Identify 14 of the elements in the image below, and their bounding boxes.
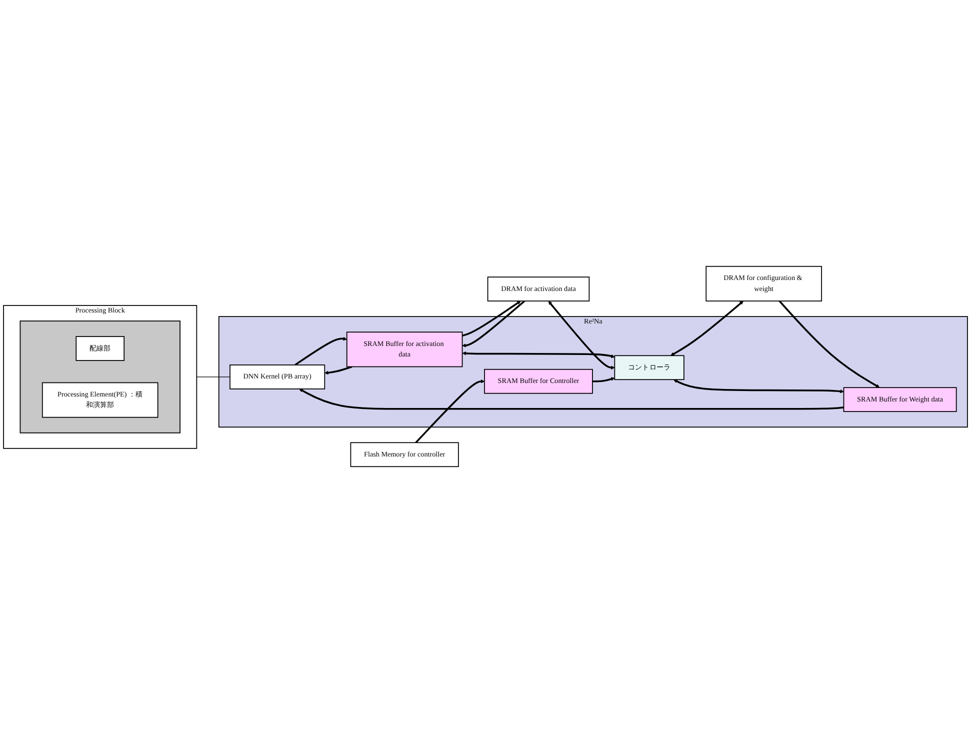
arrow bbox=[592, 377, 615, 382]
arrow bbox=[324, 366, 352, 375]
arrow bbox=[294, 336, 348, 366]
arrow bbox=[670, 300, 744, 356]
arrow bbox=[778, 300, 880, 388]
arrow bbox=[462, 300, 521, 336]
connector bbox=[196, 376, 230, 378]
cluster bbox=[20, 320, 180, 434]
arrow bbox=[415, 379, 485, 444]
arrow bbox=[548, 300, 615, 370]
arrow bbox=[462, 351, 615, 358]
arrow bbox=[299, 388, 844, 410]
arrow bbox=[462, 300, 526, 348]
arrow bbox=[673, 379, 844, 394]
